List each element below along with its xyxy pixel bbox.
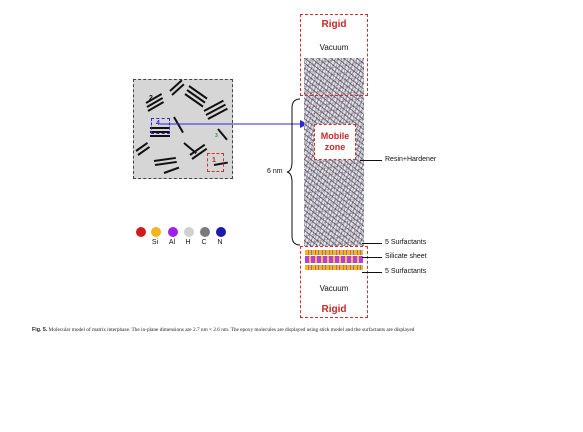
rigid-region-top: Rigid Vacuum [300,14,368,96]
silicate-leader [362,257,382,258]
legend-dot-al [151,227,161,237]
region-label-2: 2 [149,95,153,102]
region-label-4: 4 [156,120,160,127]
clay-platelet [150,127,170,129]
rigid-region-bottom: Vacuum Rigid [300,246,368,318]
legend-dot-c [184,227,194,237]
legend-label-n: N [217,239,223,246]
surfactants-upper-label: 5 Surfactants [385,239,427,246]
region-label-3: 3 [215,133,218,139]
mobile-zone-box: Mobile zone [314,124,356,160]
legend-dot-h [168,227,178,237]
surfactants-lower-label: 5 Surfactants [385,268,427,275]
surfactants-lower-leader [362,272,382,273]
clay-platelet [163,166,180,174]
mobile-zone-label-line1: Mobile [320,131,350,141]
silicate-sheet-layer [305,256,363,263]
region-4-box [151,118,170,134]
legend-label-si: Si [151,239,159,246]
rigid-label-bottom: Rigid [321,304,347,315]
thickness-brace [286,98,301,246]
legend-dot-extra [216,227,226,237]
clay-platelet [154,160,177,166]
figure-caption-text: Molecular model of matrix interphase. Th… [47,327,415,333]
legend-dot-si [136,227,146,237]
resin-leader [360,160,382,161]
legend-label-al: Al [168,239,176,246]
thickness-label: 6 nm [267,168,283,175]
legend-label-h: H [185,239,191,246]
legend-dot-n [200,227,210,237]
resin-label: Resin+Hardener [385,156,437,163]
vacuum-label-top: Vacuum [319,43,349,52]
legend-label-c: C [201,239,207,246]
figure-caption-label: Fig. 5. [32,327,48,333]
vacuum-label-bottom: Vacuum [319,284,349,293]
clay-platelet [150,131,170,133]
silicate-interface [305,248,363,273]
figure-caption: Fig. 5. Molecular model of matrix interp… [32,327,552,333]
mobile-zone-label-line2: zone [324,142,346,152]
silicate-label: Silicate sheet [385,253,427,260]
surfactant-layer-lower [305,265,363,270]
region-label-1: 1 [212,157,216,164]
rigid-label-top: Rigid [321,19,347,30]
surfactants-upper-leader [362,243,382,244]
composite-schematic: 2 3 4 1 [133,79,233,179]
surfactant-layer-upper [305,250,363,255]
region-1-box [207,153,224,172]
clay-platelet [150,135,170,137]
